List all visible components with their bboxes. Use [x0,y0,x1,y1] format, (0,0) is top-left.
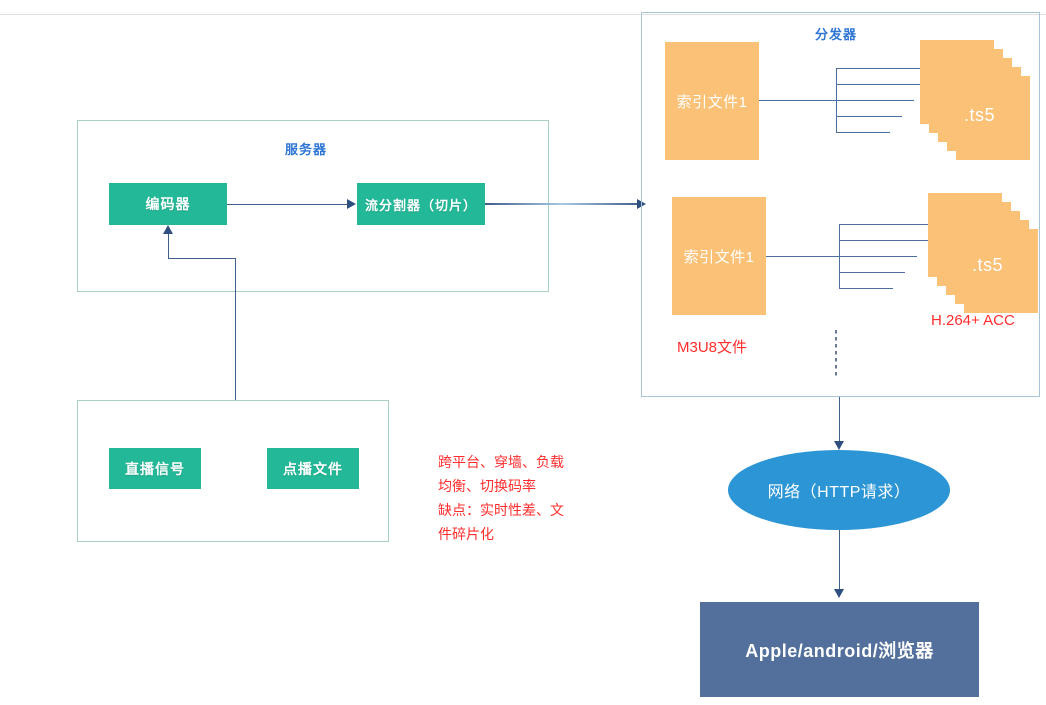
node-encoder[interactable]: 编码器 [109,183,227,225]
distributor-group-box [641,12,1040,397]
ts-segment-stack-row2[interactable]: .ts5 [928,193,1046,313]
ts-card [964,229,1038,313]
ts-segment-label-row1: .ts5 [964,105,996,125]
node-clients[interactable]: Apple/android/浏览器 [700,602,979,697]
arrow-distributor-to-network-head [834,441,844,450]
arrow-encoder-to-splitter-head [347,199,356,209]
ts-segment-label-row2: .ts5 [972,255,1004,275]
ts-card [956,76,1030,160]
source-group-box [77,400,389,542]
arrow-splitter-to-distributor-line [485,203,640,205]
arrow-distributor-to-network-line [839,397,840,444]
arrow-network-to-clients-line [839,530,840,592]
node-network[interactable]: 网络（HTTP请求） [728,450,950,530]
feedback-line-horizontal [168,258,236,259]
index-file-row2[interactable]: 索引文件1 [672,197,766,315]
node-stream-splitter[interactable]: 流分割器（切片） [357,183,485,225]
distributor-group-title: 分发器 [815,27,858,42]
note-advantages: 跨平台、穿墙、负载 均衡、切换码率 [438,454,564,494]
index-file-row1[interactable]: 索引文件1 [665,42,759,160]
note-disadvantages: 缺点：实时性差、文 件碎片化 [438,502,564,542]
label-m3u8: M3U8文件 [677,339,748,356]
node-live-signal[interactable]: 直播信号 [109,448,201,489]
server-group-title: 服务器 [285,142,328,157]
server-group-box [77,120,549,292]
node-vod-file[interactable]: 点播文件 [267,448,359,489]
top-divider [0,14,1046,15]
label-codec: H.264+ ACC [931,312,1015,329]
feedback-line-vertical-right [235,258,236,400]
fan-connector-row2 [766,218,941,298]
arrow-network-to-clients-head [834,589,844,598]
feedback-arrow-head [163,225,173,234]
arrow-encoder-to-splitter-line [227,204,348,205]
ellipsis-more-segments [835,330,837,378]
ts-segment-stack-row1[interactable]: .ts5 [920,40,1046,160]
fan-connector-row1 [759,60,938,140]
feedback-line-vertical-left [168,233,169,259]
